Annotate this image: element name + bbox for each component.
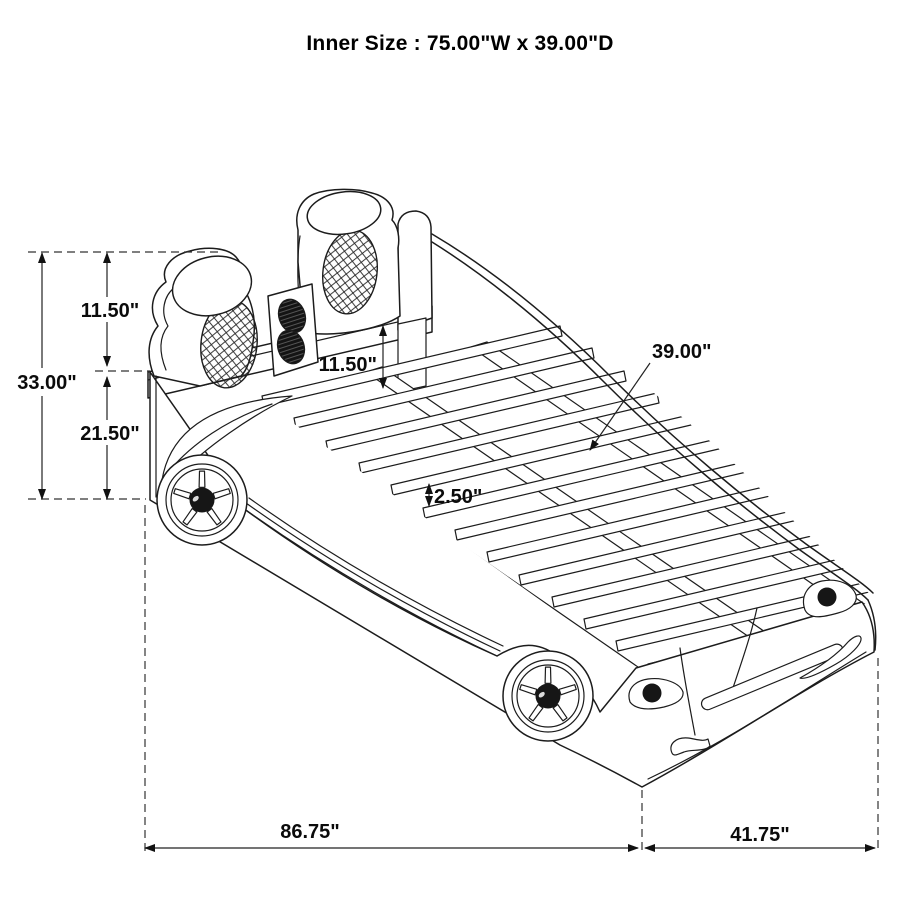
headboard [147,188,433,399]
bed-slats [261,325,876,677]
dim-slat-thickness-label: 2.50" [434,486,482,508]
dim-headboard-inner-label: 11.50" [319,354,377,376]
diagram-title: Inner Size : 75.00"W x 39.00"D [306,32,614,55]
air-intake [799,635,862,679]
dim-slat-thickness: 2.50" [425,483,482,508]
seat-left-headrest [171,255,253,317]
dim-slat-depth: 39.00" [589,341,712,451]
headlight-left [628,678,684,710]
dim-rail-height: 21.50" [79,376,142,500]
speaker-icon [276,329,306,365]
dim-headboard-inner: 11.50" [319,325,387,389]
front-wheel-icon [502,650,594,742]
dimension-annotations: 33.00" 11.50" 21.50" 11.50" 39 [12,251,879,852]
bumper-slot [670,737,711,756]
dim-body-length: 86.75" [144,821,639,852]
headboard-post [397,210,433,331]
dim-body-length-label: 86.75" [280,821,340,843]
dim-rail-height-label: 21.50" [80,423,140,445]
dim-height-total-label: 33.00" [17,372,77,394]
headlight-right [802,579,857,618]
dim-headboard-above-rail-label: 11.50" [81,300,139,322]
seat-right-headrest [306,190,382,236]
speaker-icon [277,298,307,334]
dim-front-length-label: 41.75" [730,824,790,846]
far-side-rail [431,233,877,651]
seat-right [296,188,401,335]
dim-front-length: 41.75" [644,824,876,852]
speaker-panel [267,283,319,377]
dim-headboard-above-rail: 11.50" [79,252,142,367]
dim-slat-depth-label: 39.00" [652,341,712,363]
rear-wheel-icon [156,454,248,546]
seat-left [148,247,258,389]
dim-height-total: 33.00" [12,252,82,500]
